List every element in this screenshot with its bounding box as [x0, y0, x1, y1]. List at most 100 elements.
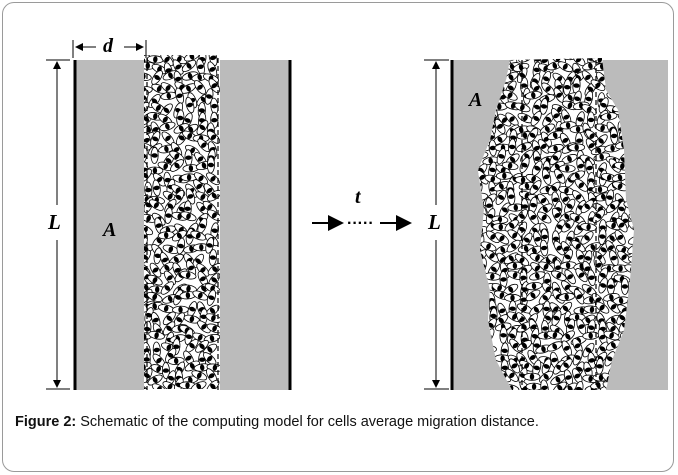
cell-nucleus	[167, 383, 173, 389]
cell-nucleus	[195, 232, 201, 239]
cell-nucleus	[497, 103, 502, 110]
cell-nucleus	[555, 265, 562, 270]
cell-nucleus	[186, 174, 192, 181]
cell-nucleus	[152, 317, 159, 323]
cell-nucleus	[166, 325, 172, 332]
cell-nucleus	[618, 265, 623, 272]
cell	[518, 58, 534, 63]
cell-nucleus	[209, 307, 216, 314]
cell-nucleus	[521, 204, 529, 209]
cell-nucleus	[610, 317, 616, 324]
cell-nucleus	[609, 294, 614, 301]
cell-nucleus	[489, 167, 496, 173]
cell-nucleus	[574, 355, 581, 360]
cell-nucleus	[584, 235, 590, 241]
cell-nucleus	[541, 385, 548, 390]
cell-nucleus	[489, 145, 496, 151]
cell-nucleus	[609, 332, 614, 339]
cell-nucleus	[540, 104, 548, 109]
cell-nucleus	[524, 362, 530, 369]
cell-nucleus	[563, 246, 570, 252]
cell-nucleus	[156, 357, 162, 364]
cell-nucleus	[553, 315, 560, 321]
cell-nucleus	[177, 115, 184, 121]
cell-nucleus	[596, 381, 601, 389]
cell-nucleus	[531, 175, 536, 182]
cell-nucleus	[551, 357, 558, 363]
cell-nucleus	[174, 153, 180, 160]
cell-nucleus	[531, 334, 539, 339]
cell-nucleus	[206, 243, 213, 248]
A-right-bg	[465, 83, 493, 113]
cell-nucleus	[196, 372, 202, 379]
cell-nucleus	[165, 85, 171, 91]
cell-nucleus	[199, 364, 205, 371]
cell-nucleus	[553, 113, 560, 119]
cell-nucleus	[617, 234, 624, 240]
cell-nucleus	[502, 172, 507, 179]
cell-nucleus	[610, 255, 618, 261]
cell-nucleus	[144, 73, 146, 80]
cell-nucleus	[601, 193, 606, 201]
A-right-label: A	[467, 89, 482, 111]
cell-nucleus	[576, 138, 583, 143]
cell-nucleus	[156, 386, 162, 389]
cell-nucleus	[533, 343, 541, 348]
cell-nucleus	[144, 116, 150, 122]
cell-nucleus	[529, 355, 536, 360]
cell-nucleus	[531, 383, 537, 390]
cell-nucleus	[189, 55, 195, 60]
cell-nucleus	[540, 143, 547, 149]
cell-nucleus	[617, 174, 623, 181]
cell-nucleus	[596, 364, 603, 369]
cell-nucleus	[588, 275, 595, 280]
cell-nucleus	[595, 82, 601, 89]
cell-nucleus	[207, 204, 213, 210]
caption-label: Figure 2:	[15, 414, 77, 430]
cell-nucleus	[552, 343, 558, 350]
cell-nucleus	[211, 117, 218, 123]
cell-nucleus	[589, 306, 595, 313]
cell-nucleus	[610, 325, 616, 332]
cell-nucleus	[512, 232, 518, 239]
cell-nucleus	[490, 313, 497, 319]
cell-nucleus	[533, 67, 540, 73]
cell-nucleus	[597, 186, 603, 193]
cell-nucleus	[144, 234, 147, 239]
cell-nucleus	[530, 214, 537, 220]
cell-nucleus	[564, 254, 571, 260]
cell-nucleus	[565, 122, 571, 129]
cell-nucleus	[199, 276, 206, 282]
cell-nucleus	[500, 58, 505, 61]
cell-nucleus	[178, 206, 185, 212]
cell-nucleus	[211, 315, 216, 322]
cell-nucleus	[575, 194, 582, 200]
cell-nucleus	[497, 136, 503, 143]
cell-nucleus	[521, 162, 528, 168]
cell-nucleus	[185, 382, 190, 389]
cell-nucleus	[512, 342, 519, 349]
cell-nucleus	[498, 223, 504, 231]
cell-nucleus	[554, 163, 560, 170]
cell-nucleus	[552, 155, 559, 161]
cell-nucleus	[200, 96, 207, 103]
cell-nucleus	[497, 285, 502, 292]
cell	[562, 58, 579, 61]
cell-nucleus	[197, 84, 203, 90]
cell-nucleus	[205, 94, 213, 99]
cell-nucleus	[619, 315, 626, 321]
cell-nucleus	[487, 322, 494, 328]
cell-nucleus	[621, 254, 627, 260]
cell-nucleus	[162, 368, 170, 373]
cell-nucleus	[211, 228, 218, 233]
cell-nucleus	[165, 158, 172, 164]
cell-nucleus	[533, 104, 541, 110]
cell-nucleus	[212, 364, 218, 371]
figure-caption: Figure 2: Schematic of the computing mod…	[15, 412, 661, 433]
cell-nucleus	[178, 135, 185, 141]
cell-nucleus	[189, 245, 194, 253]
cell-nucleus	[188, 126, 194, 133]
cell-nucleus	[606, 174, 612, 181]
cell-nucleus	[543, 263, 549, 270]
cell-nucleus	[167, 295, 173, 302]
